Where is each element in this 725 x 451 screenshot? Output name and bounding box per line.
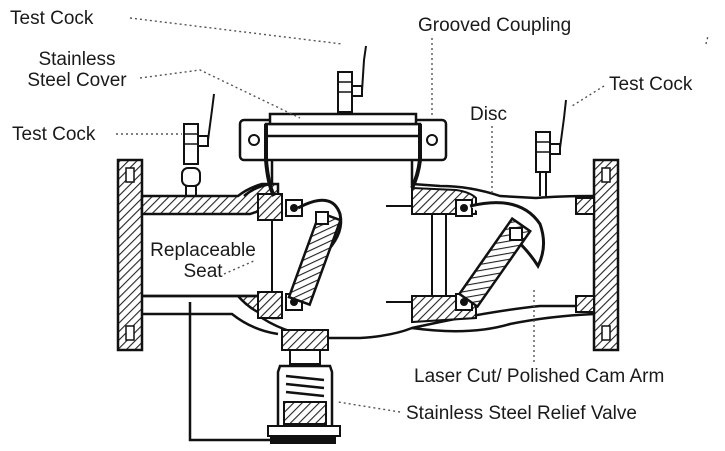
stainless-cover: [238, 112, 448, 197]
label-grooved-coupling: Grooved Coupling: [418, 15, 572, 36]
right-disc-arm: [455, 199, 545, 311]
test-cock-top-drawing: [337, 45, 367, 113]
label-test-cock-right: Test Cock: [609, 74, 693, 95]
label-stainless-cover: Stainless Steel Cover: [14, 49, 140, 91]
label-test-cock-top: Test Cock: [10, 8, 94, 29]
test-cock-right-drawing: [535, 99, 567, 196]
label-replaceable-seat: Replaceable Seat: [140, 240, 266, 282]
label-stainless-cover-line1: Stainless: [38, 49, 116, 70]
label-test-cock-left: Test Cock: [12, 124, 96, 145]
leader-lines: [116, 17, 709, 413]
label-relief-valve: Stainless Steel Relief Valve: [406, 403, 637, 424]
label-replaceable-seat-line1: Replaceable: [150, 240, 256, 261]
label-stainless-cover-line2: Steel Cover: [27, 70, 127, 91]
label-disc: Disc: [470, 104, 507, 125]
relief-valve-drawing: [188, 302, 341, 444]
test-cock-left-drawing: [181, 93, 215, 196]
left-disc-arm: [285, 198, 343, 311]
left-flange: [116, 158, 144, 352]
right-flange: [592, 158, 620, 352]
label-replaceable-seat-line2: Seat: [183, 261, 223, 282]
left-seat: [257, 193, 283, 319]
label-cam-arm: Laser Cut/ Polished Cam Arm: [414, 366, 665, 387]
